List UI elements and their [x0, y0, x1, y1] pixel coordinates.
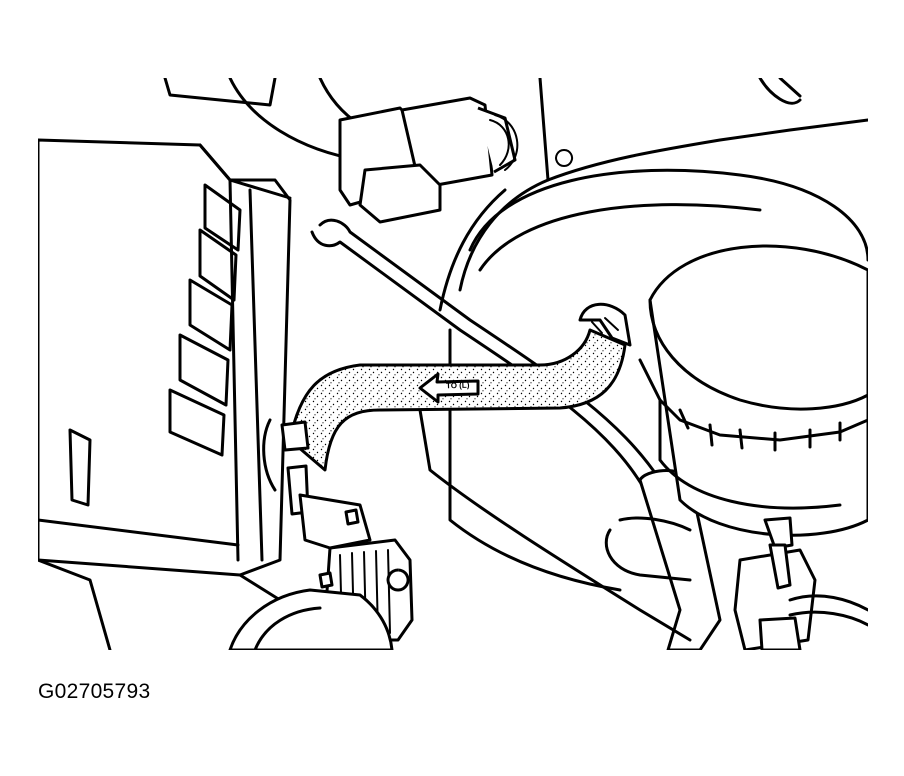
air-cleaner-housing	[38, 138, 292, 650]
oil-filter	[638, 244, 868, 650]
coolant-hose	[288, 302, 632, 472]
hose-direction-label: TO (L)	[445, 380, 470, 391]
throttle-body	[228, 588, 394, 650]
figure-code: G02705793	[38, 680, 151, 703]
engine-housing	[448, 168, 868, 592]
vacuum-line	[310, 218, 662, 492]
electrical-connector	[163, 78, 519, 224]
